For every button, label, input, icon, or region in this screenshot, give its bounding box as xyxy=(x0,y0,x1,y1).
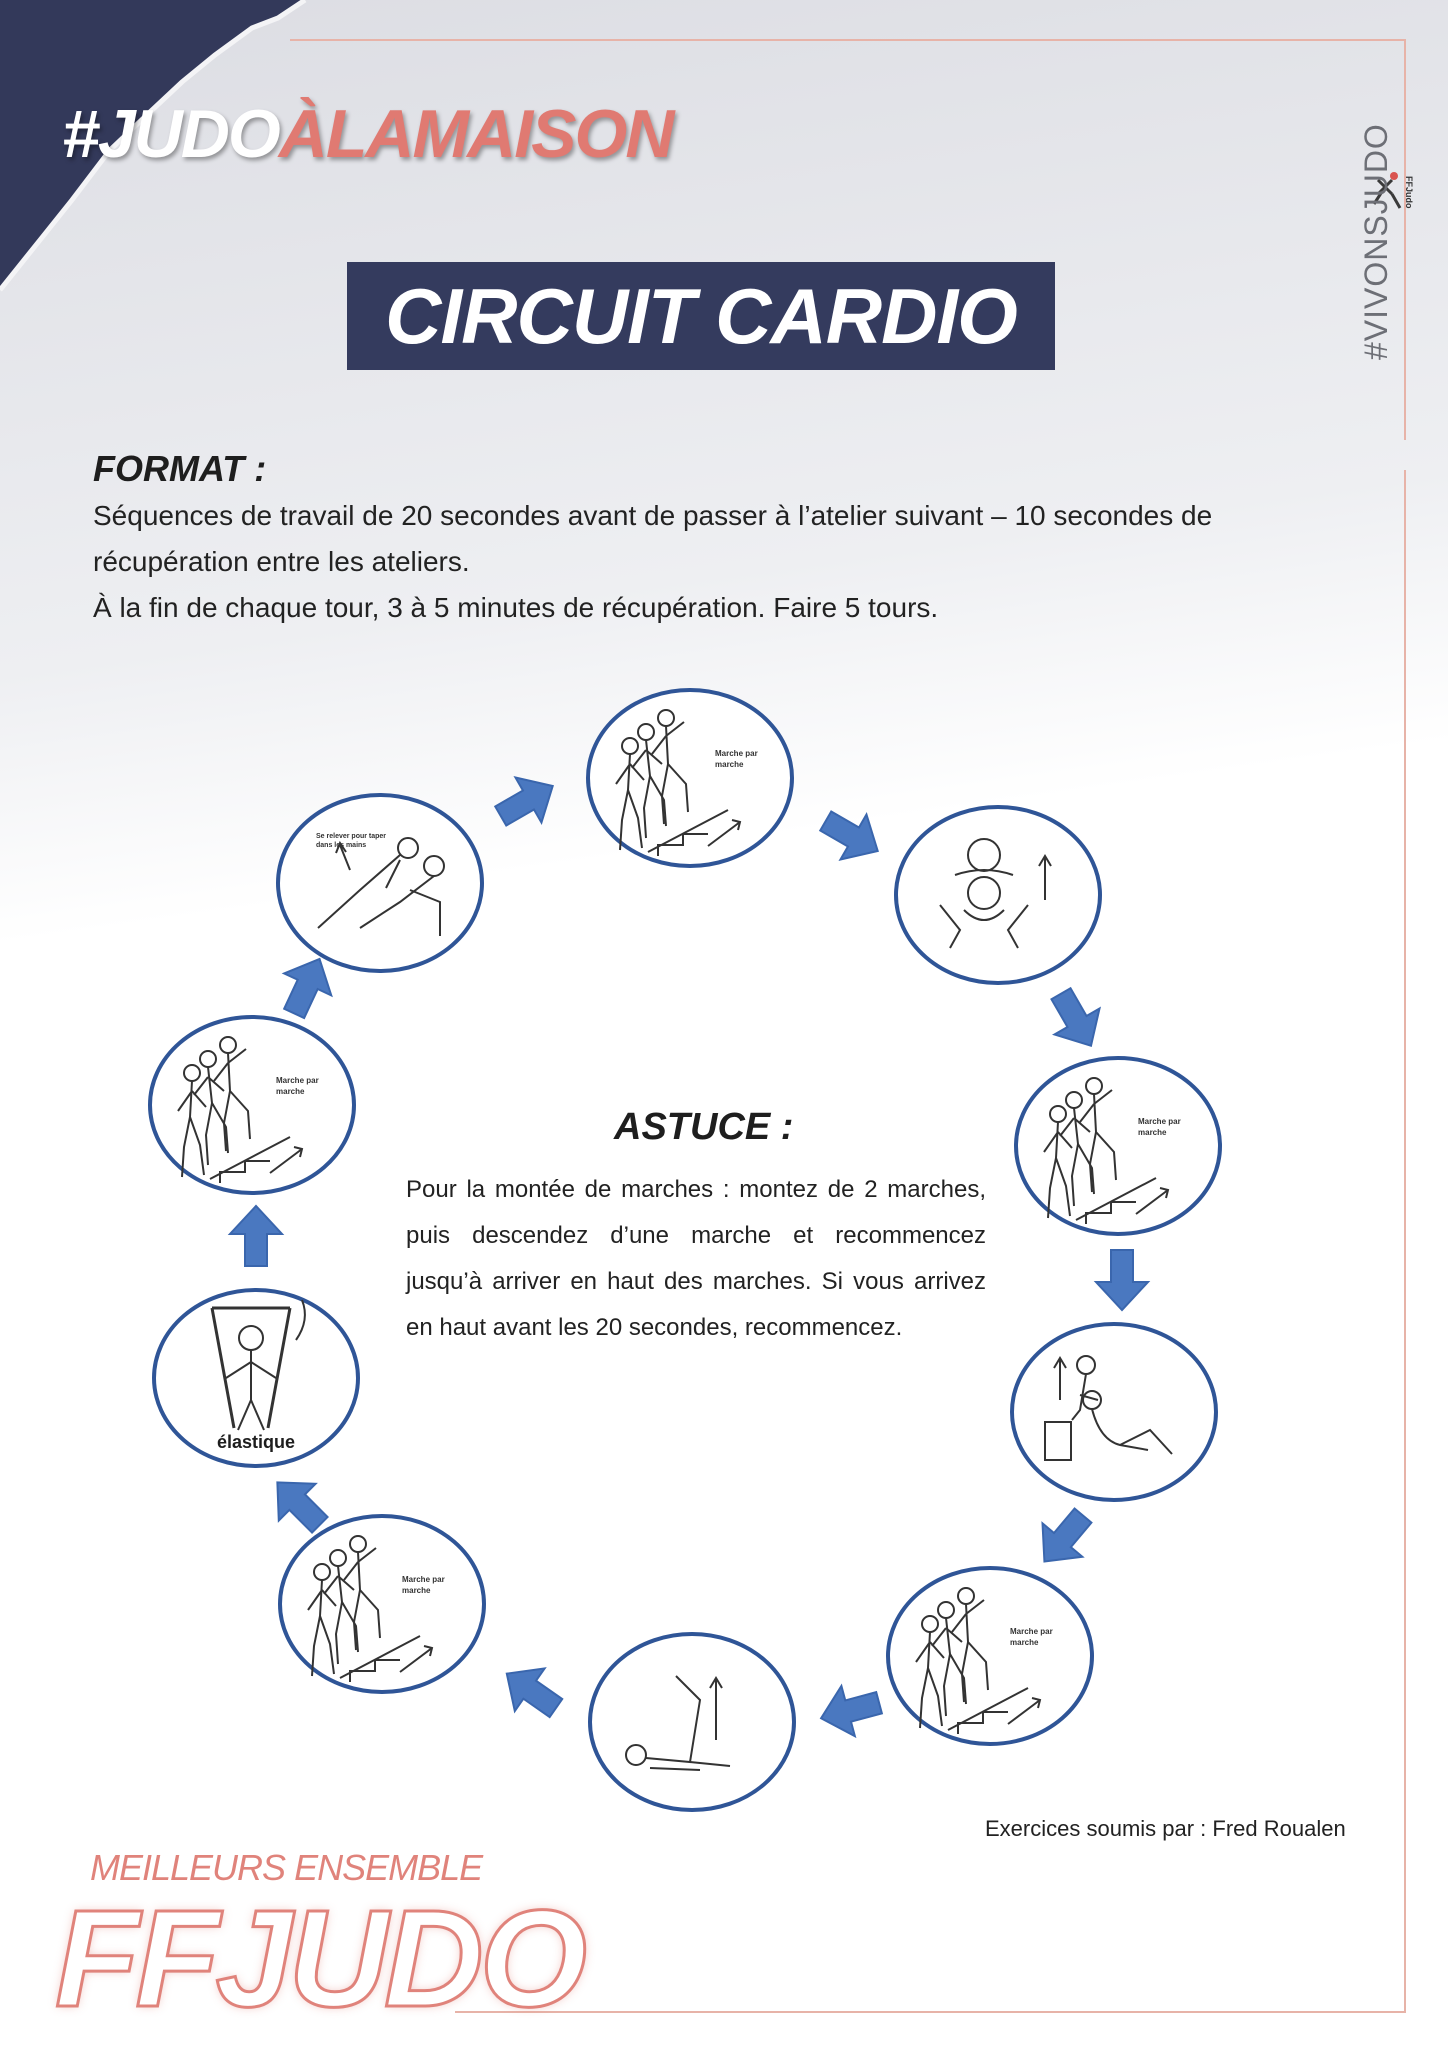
astuce-heading: ASTUCE : xyxy=(614,1106,794,1148)
arrow-9 xyxy=(229,1205,283,1267)
svg-text:Marche par: Marche par xyxy=(276,1076,319,1085)
format-line-2: récupération entre les ateliers. xyxy=(93,546,470,577)
arrow-6 xyxy=(813,1676,887,1745)
format-line-3: À la fin de chaque tour, 3 à 5 minutes d… xyxy=(93,592,939,623)
station-9-step-march: Marche par marche xyxy=(148,1015,356,1195)
svg-text:marche: marche xyxy=(1010,1638,1039,1647)
page-title: CIRCUIT CARDIO xyxy=(385,271,1018,360)
svg-text:Se relever pour taper: Se relever pour taper xyxy=(316,833,386,840)
format-line-1: Séquences de travail de 20 secondes avan… xyxy=(93,500,1213,531)
hashtag-title: #JUDOÀLAMAISON xyxy=(62,95,675,173)
astuce-line-4: en haut avant les 20 secondes, recommenc… xyxy=(406,1314,903,1341)
station-2-squat-jump xyxy=(894,805,1102,985)
title-banner: CIRCUIT CARDIO xyxy=(347,262,1055,370)
station-7-step-march: Marche par marche xyxy=(278,1514,486,1694)
station-3-step-march: Marche par marche xyxy=(1014,1056,1222,1236)
station-1-caption: Marche par xyxy=(715,749,758,758)
astuce-line-2: puis descendez d’une marche et recommenc… xyxy=(406,1222,986,1249)
station-6-leg-raise xyxy=(588,1632,796,1812)
torn-paper-edge xyxy=(0,0,307,292)
station-10-push-up-clap: Se relever pour taper dans les mains xyxy=(276,793,484,973)
frame-right-bottom-line xyxy=(455,470,1406,2013)
svg-text:marche: marche xyxy=(276,1087,305,1096)
ffjudo-logo-icon xyxy=(1372,172,1402,209)
format-heading: FORMAT : xyxy=(93,448,267,489)
torn-navy-corner xyxy=(0,0,305,290)
arrow-7 xyxy=(490,1651,572,1731)
astuce-line-3: jusqu’à arriver en haut des marches. Si … xyxy=(406,1268,986,1295)
svg-text:Marche par: Marche par xyxy=(1010,1627,1053,1636)
frame-top-line xyxy=(290,39,1406,440)
footer-tagline: MEILLEURS ENSEMBLE xyxy=(90,1847,483,1888)
arrow-1 xyxy=(486,762,567,840)
astuce-line-1: Pour la montée de marches : montez de 2 … xyxy=(406,1176,986,1203)
station-8-caption: élastique xyxy=(217,1432,295,1452)
svg-text:marche: marche xyxy=(715,760,744,769)
footer-brand: FFJUDO xyxy=(54,1881,589,2038)
arrow-5 xyxy=(1023,1497,1104,1580)
svg-text:marche: marche xyxy=(1138,1128,1167,1137)
arrow-4 xyxy=(1095,1249,1149,1311)
svg-text:Marche par: Marche par xyxy=(402,1575,445,1584)
station-8-elastic-band: élastique xyxy=(152,1288,360,1468)
svg-text:marche: marche xyxy=(402,1586,431,1595)
station-4-sit-up xyxy=(1010,1322,1218,1502)
svg-text:Marche par: Marche par xyxy=(1138,1117,1181,1126)
hashtag-accent: ÀLAMAISON xyxy=(278,96,675,172)
arrow-3 xyxy=(1037,979,1115,1060)
station-5-step-march: Marche par marche xyxy=(886,1566,1094,1746)
arrow-2 xyxy=(811,797,892,875)
credit-text: Exercices soumis par : Fred Roualen xyxy=(985,1816,1346,1841)
hashtag-main: #JUDO xyxy=(62,96,281,172)
station-1-step-march: Marche par marche xyxy=(586,688,794,868)
